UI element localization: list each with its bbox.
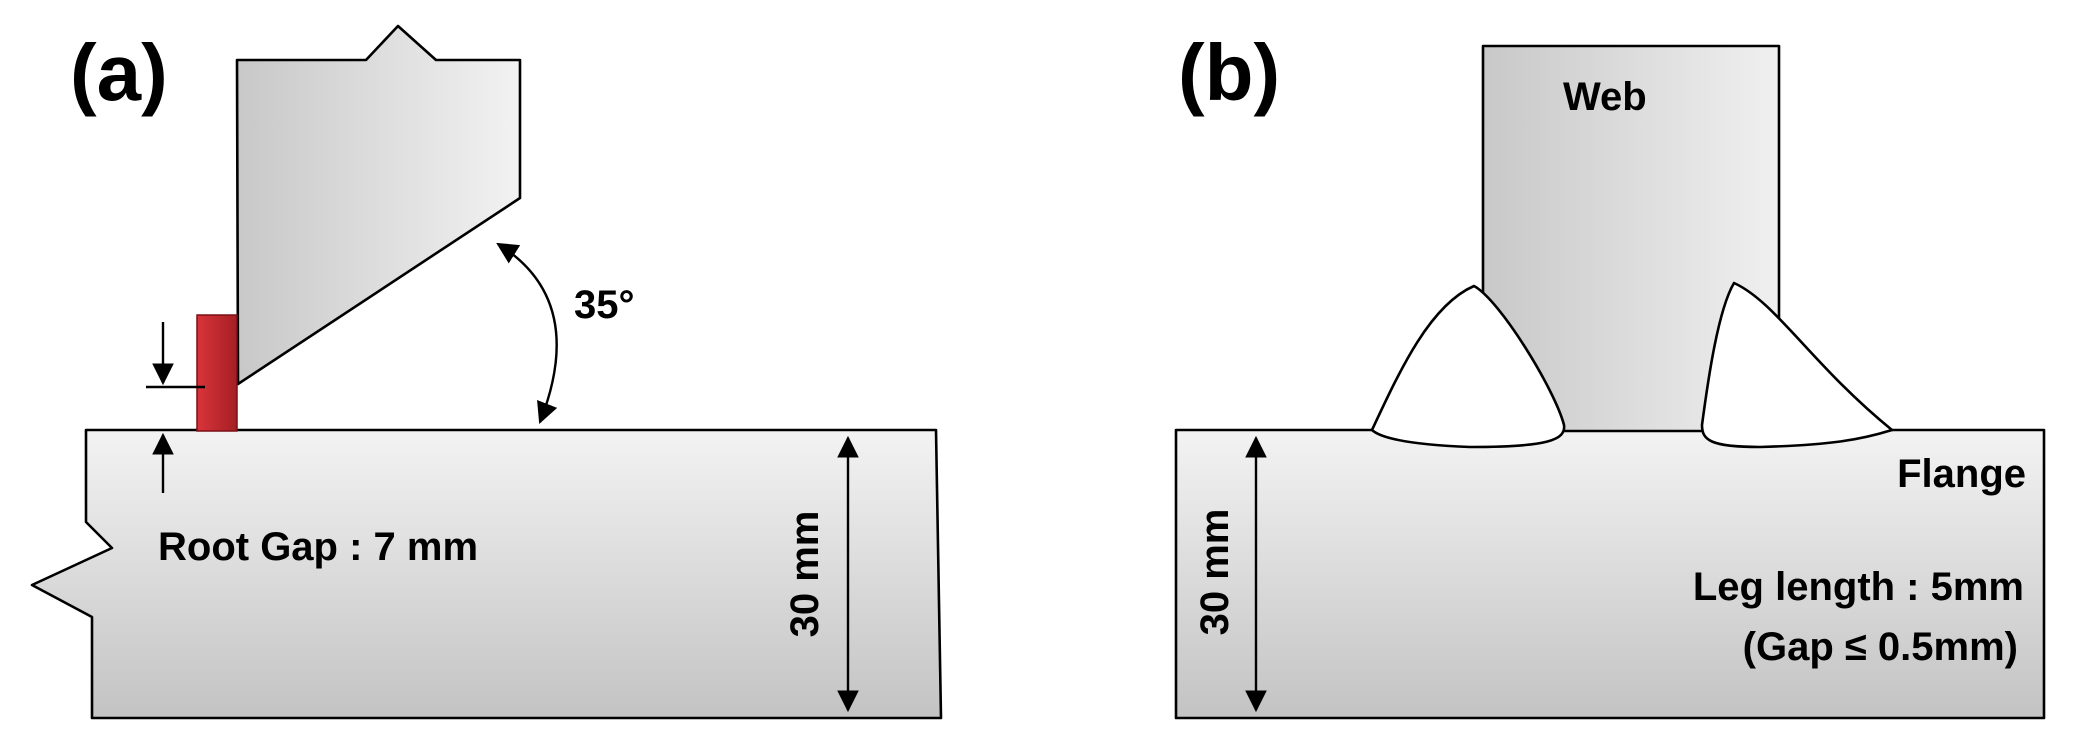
leg-length-label: Leg length : 5mm [1693, 565, 2024, 609]
bevel-angle-label: 35° [574, 283, 635, 327]
backing-strip [196, 314, 238, 432]
panel-a-label: (a) [70, 28, 168, 117]
panel-b: 30 mm Web Flange Leg length : 5mm (Gap ≤… [1174, 28, 2046, 720]
base-plate [30, 428, 943, 720]
beveled-plate [235, 24, 522, 386]
right-fillet-weld [1700, 281, 1894, 449]
gap-label: (Gap ≤ 0.5mm) [1743, 625, 2018, 669]
panel-b-label: (b) [1178, 28, 1280, 117]
thickness-label-a: 30 mm [783, 511, 827, 638]
web-label: Web [1563, 75, 1647, 119]
panel-a: Root Gap : 7 mm 35° 30 mm (a) [30, 24, 943, 720]
root-gap-label: Root Gap : 7 mm [158, 525, 478, 569]
flange-plate [1174, 428, 2046, 720]
left-fillet-weld [1370, 284, 1566, 449]
bevel-angle-arc [496, 242, 558, 425]
flange-label: Flange [1897, 452, 2026, 496]
thickness-label-b: 30 mm [1193, 509, 1237, 636]
